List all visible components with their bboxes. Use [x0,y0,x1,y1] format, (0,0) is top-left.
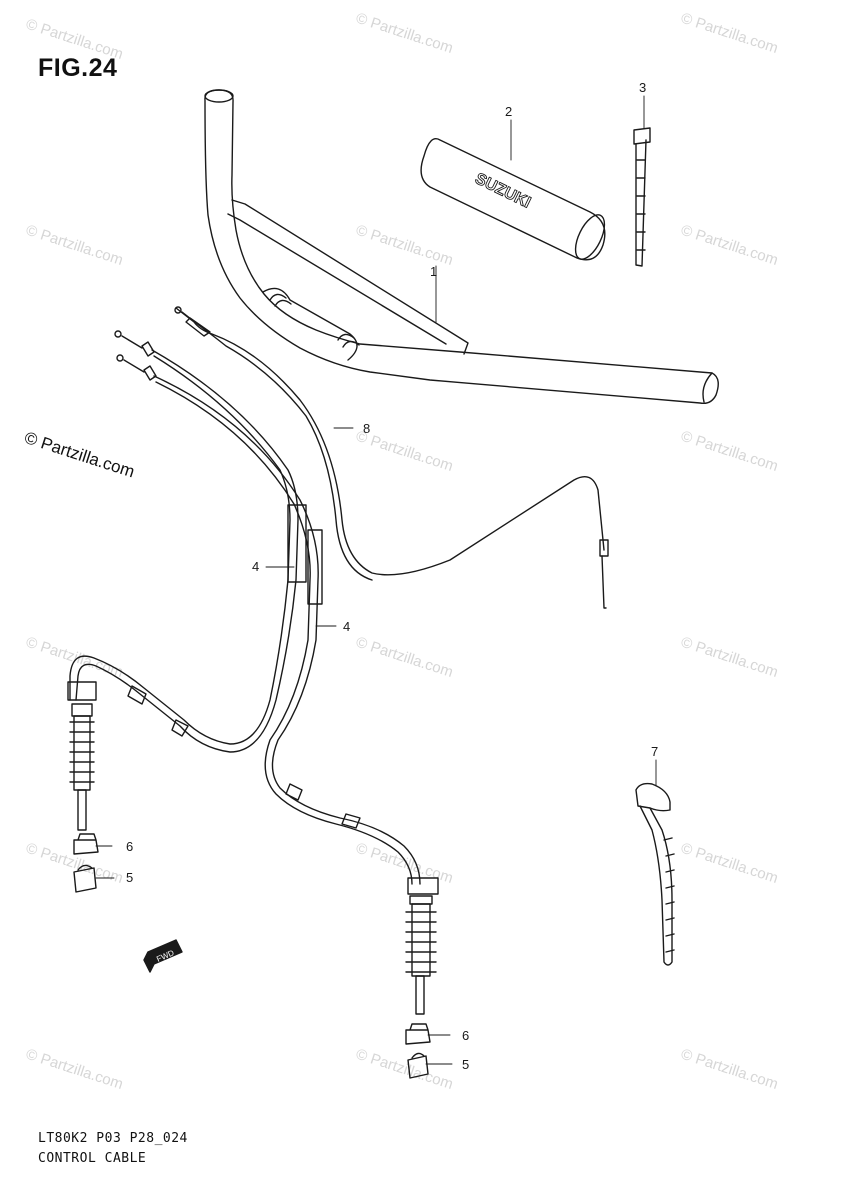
watermark-text: © Partzilla.com [354,10,455,57]
callout-1: 1 [430,264,437,279]
watermark-text: © Partzilla.com [679,10,780,57]
watermark-text: © Partzilla.com [354,634,455,681]
watermark-text: © Partzilla.com [24,1046,125,1093]
callout-8: 8 [363,421,370,436]
fwd-arrow-icon: FWD [143,939,183,973]
callout-6b: 6 [462,1028,469,1043]
grip-pad-part-2: SUZUKI [420,138,606,261]
callout-3: 3 [639,80,646,95]
watermark-text: © Partzilla.com [679,428,780,475]
callout-5a: 5 [126,870,133,885]
callout-2: 2 [505,104,512,119]
cap-part-5a [73,864,97,893]
figure-caption: CONTROL CABLE [38,1151,147,1166]
callout-4a: 4 [252,559,259,574]
brake-cable-part-4b [116,354,439,1015]
watermark-text: © Partzilla.com [354,222,455,269]
strap-part-7 [635,782,675,966]
callout-6a: 6 [126,839,133,854]
watermark-layer: © Partzilla.com © Partzilla.com © Partzi… [24,10,780,1093]
adjuster-part-6b [405,1023,431,1045]
grip-brand-label: SUZUKI [472,170,533,211]
figure-code: LT80K2 P03 P28_024 [38,1131,188,1146]
callout-5b: 5 [462,1057,469,1072]
callout-4b: 4 [343,619,350,634]
watermark-text: © Partzilla.com [24,222,125,269]
figure-title: FIG.24 [38,54,118,82]
callout-7: 7 [651,744,658,759]
brake-cable-part-4a [67,330,307,831]
cap-part-5b [407,1052,429,1079]
strap-tie-part-3 [633,127,651,267]
throttle-cable-part-8 [174,306,609,609]
watermark-text: © Partzilla.com [679,222,780,269]
adjuster-part-6a [73,833,99,855]
handlebar-part-1 [204,89,719,405]
watermark-text: © Partzilla.com [354,1046,455,1093]
watermark-text: © Partzilla.com [679,1046,780,1093]
callout-labels: 1 2 3 4 4 5 5 6 6 7 8 [126,80,658,1072]
watermark-text: © Partzilla.com [679,840,780,887]
leader-lines [95,95,657,1065]
watermark-text: © Partzilla.com [679,634,780,681]
